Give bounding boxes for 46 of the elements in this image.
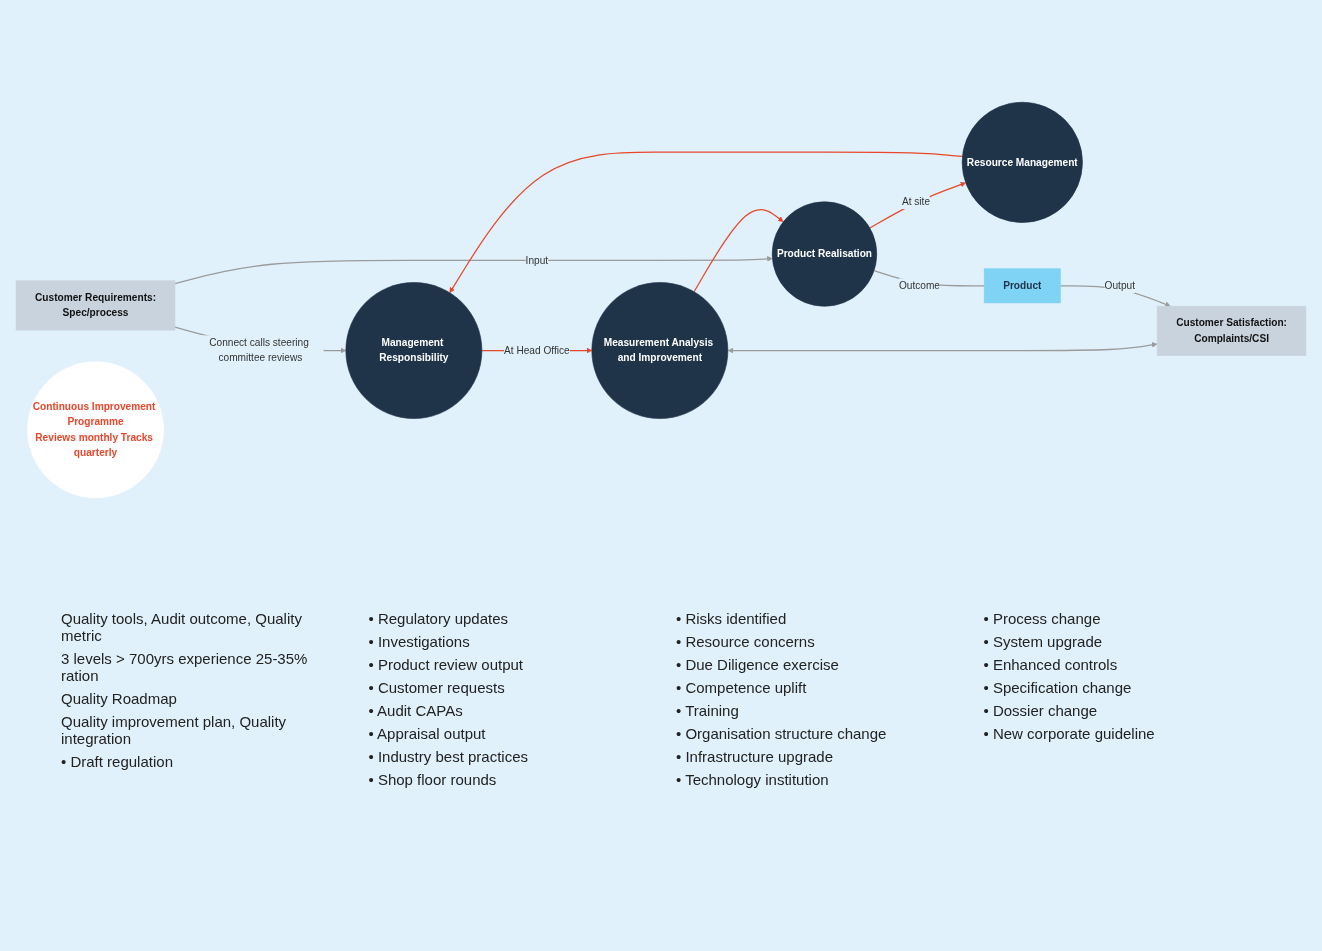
note-text: • Dossier change — [983, 702, 1099, 719]
note-text: • Process change — [983, 610, 1102, 627]
edge-label: At site — [901, 195, 931, 207]
note-text: Quality Roadmap — [61, 690, 178, 707]
note-text: • Due Diligence exercise — [676, 656, 840, 673]
note-text: • System upgrade — [983, 633, 1104, 650]
note-text: Quality tools, Audit outcome, Quality metric — [61, 610, 303, 644]
note-text: • Competence uplift — [676, 679, 808, 696]
note-text: • Appraisal output — [368, 725, 487, 742]
edge-label: Input — [525, 254, 549, 266]
note-text: • Enhanced controls — [983, 656, 1119, 673]
node-box: Customer Satisfaction: Complaints/CSI — [1156, 305, 1307, 356]
note-text: • Specification change — [983, 679, 1133, 696]
note-text: 3 levels > 700yrs experience 25-35% ration — [61, 650, 309, 684]
edge-label: Connect calls steering committee reviews — [209, 337, 309, 364]
arrow — [693, 209, 784, 293]
note-text: • Investigations — [368, 633, 471, 650]
arrow — [727, 342, 1158, 354]
node-circle: Resource Management — [961, 101, 1083, 223]
node-box: Product — [983, 268, 1061, 304]
note-text: Quality improvement plan, Quality integration — [61, 713, 288, 747]
note-text: • Customer requests — [368, 679, 506, 696]
edge-label: At Head Office — [504, 344, 570, 356]
arrow — [174, 256, 773, 285]
note-text: • Resource concerns — [676, 633, 816, 650]
note-text: • Audit CAPAs — [368, 702, 464, 719]
note-text: • New corporate guideline — [983, 725, 1156, 742]
arrow — [449, 151, 964, 293]
arrow — [869, 181, 966, 229]
note-text: • Risks identified — [676, 610, 788, 627]
note-text: • Product review output — [368, 656, 524, 673]
node-circle: Measurement Analysis and Improvement — [591, 282, 729, 419]
note-text: • Draft regulation — [61, 753, 174, 770]
note-text: • Shop floor rounds — [368, 771, 498, 788]
node-circle: Product Realisation — [771, 201, 878, 307]
node-circle: Continuous Improvement Programme Reviews monthly Tracks quarterly — [27, 361, 164, 499]
edge-label: Outcome — [898, 280, 940, 291]
note-text: • Organisation structure change — [676, 725, 888, 742]
node-box: Customer Requirements: Spec/process — [15, 280, 176, 331]
node-circle: Management Responsibility — [345, 282, 483, 419]
note-text: • Industry best practices — [368, 748, 529, 765]
note-text: • Technology institution — [676, 771, 830, 788]
note-text: • Infrastructure upgrade — [676, 748, 834, 765]
edge-label: Output — [1104, 280, 1135, 291]
note-text: • Training — [676, 702, 740, 719]
note-text: • Regulatory updates — [368, 610, 509, 627]
